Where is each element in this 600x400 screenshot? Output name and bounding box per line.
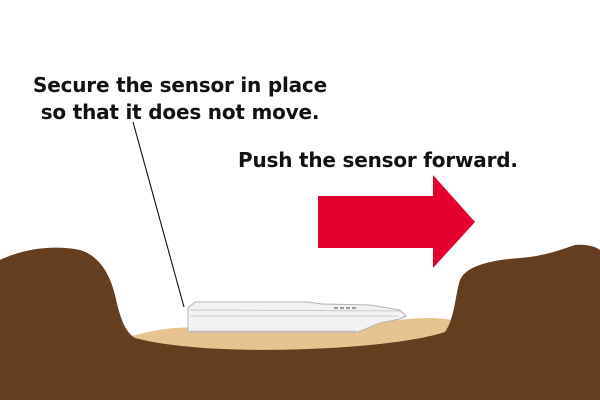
secure-instruction-line-2: so that it does not move. <box>40 100 320 124</box>
secure-sensor-instruction: Secure the sensor in place so that it do… <box>20 72 340 126</box>
sensor-body <box>187 301 407 333</box>
push-sensor-instruction: Push the sensor forward. <box>238 148 518 172</box>
secure-instruction-line-1: Secure the sensor in place <box>33 73 327 97</box>
sensor-device <box>187 301 407 333</box>
soil-ground <box>0 244 600 400</box>
sensor-grip-marks <box>334 307 356 309</box>
leader-line <box>132 121 185 308</box>
sensor-top-edge <box>189 309 401 312</box>
right-arrow-icon <box>318 175 475 268</box>
